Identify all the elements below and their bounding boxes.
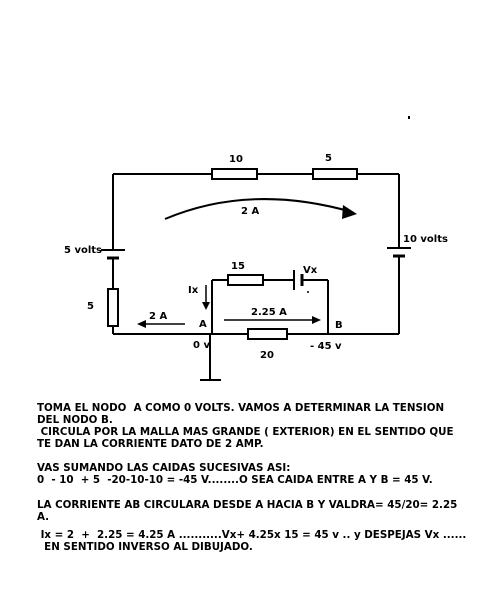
battery-10v-icon	[387, 247, 411, 258]
label-source-5v: 5 volts	[64, 245, 102, 256]
loop-current-arrow	[164, 198, 353, 220]
label-node-b: B	[335, 320, 343, 331]
explanation-line-2: DEL NODO B.	[37, 414, 113, 426]
battery-5v-icon	[101, 249, 125, 260]
label-ix: Ix	[188, 285, 199, 296]
label-r5-top: 5	[325, 153, 332, 164]
resistor-10	[211, 168, 258, 180]
label-vb: - 45 v	[310, 341, 342, 352]
label-ab-current: 2.25 A	[251, 307, 287, 318]
explanation-line-3: CIRCULA POR LA MALLA MAS GRANDE ( EXTERI…	[37, 426, 454, 438]
label-r5-left: 5	[87, 301, 94, 312]
explanation-line-10: EN SENTIDO INVERSO AL DIBUJADO.	[37, 541, 253, 553]
label-va: 0 v	[193, 340, 210, 351]
battery-vx-icon	[293, 270, 304, 290]
label-r20: 20	[260, 350, 274, 361]
ab-arrowhead-icon	[312, 316, 321, 324]
explanation-line-7: LA CORRIENTE AB CIRCULARA DESDE A HACIA …	[37, 499, 458, 511]
label-r15: 15	[231, 261, 245, 272]
resistor-15	[227, 274, 264, 286]
label-r10: 10	[229, 154, 243, 165]
loop-arrowhead-icon	[342, 205, 357, 219]
explanation-line-1: TOMA EL NODO A COMO 0 VOLTS. VAMOS A DET…	[37, 402, 445, 414]
label-node-a: A	[199, 319, 207, 330]
explanation-line-4: TE DAN LA CORRIENTE DATO DE 2 AMP.	[37, 438, 264, 450]
stray-dot	[408, 116, 410, 119]
resistor-5-top	[312, 168, 358, 180]
label-source-10v: 10 volts	[403, 234, 448, 245]
label-vx: Vx	[303, 265, 318, 276]
label-left-current: 2 A	[149, 311, 167, 322]
explanation-line-8: A.	[37, 511, 50, 523]
ix-arrowhead-icon	[202, 302, 210, 310]
explanation-line-5: VAS SUMANDO LAS CAIDAS SUCESIVAS ASI:	[37, 462, 291, 474]
outer-loop-wires	[112, 173, 400, 379]
polarity-dot	[307, 291, 309, 293]
explanation-line-9: Ix = 2 + 2.25 = 4.25 A ...........Vx+ 4.…	[37, 529, 467, 541]
resistor-5-left	[107, 288, 119, 327]
left-arrowhead-icon	[137, 320, 146, 328]
explanation-line-6: 0 - 10 + 5 -20-10-10 = -45 V........O SE…	[37, 474, 433, 486]
label-loop-current: 2 A	[241, 206, 259, 217]
resistor-20	[247, 328, 288, 340]
